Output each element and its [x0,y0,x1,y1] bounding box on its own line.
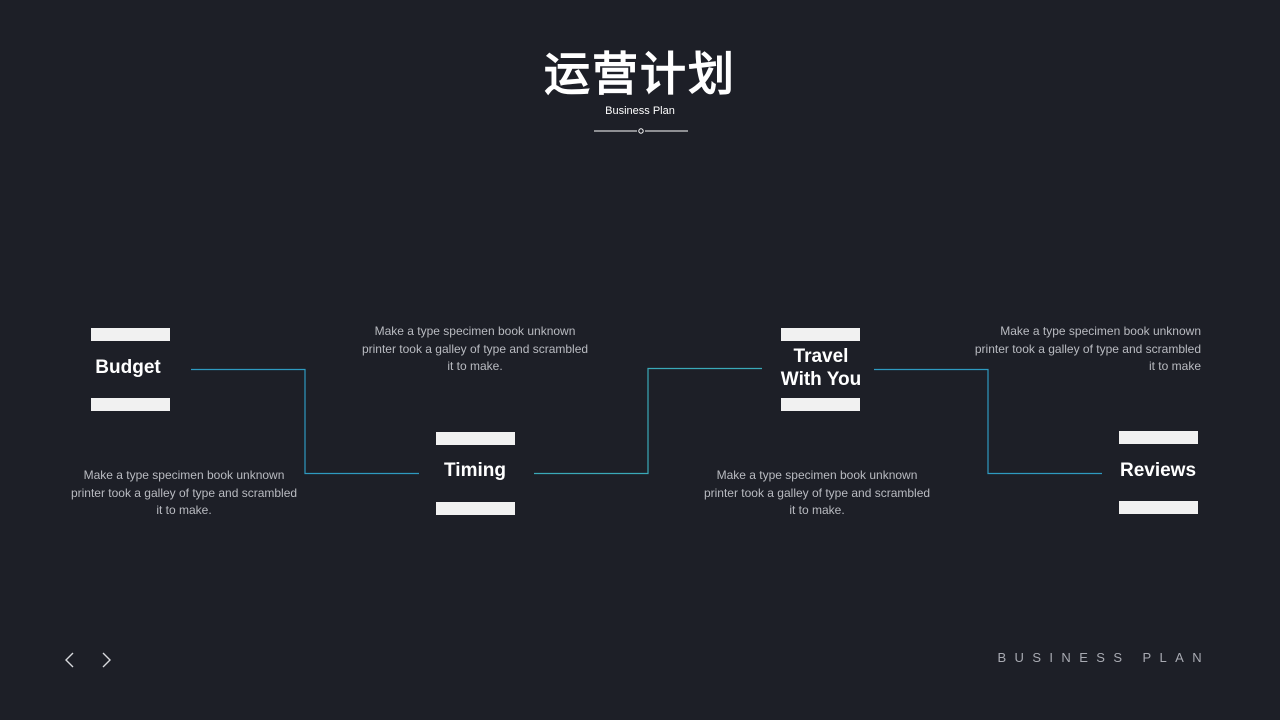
node-bar-bottom [781,398,860,411]
node-description-reviews: Make a type specimen book unknown printe… [974,324,1201,373]
node-bar-top [91,328,170,341]
connector-travel-reviews [874,368,1102,475]
connector-budget-timing [191,368,419,475]
title-divider [594,128,688,134]
node-bar-bottom [91,398,170,411]
footer-brand: BUSINESS PLAN [997,650,1210,665]
node-label-line: Travel [793,346,849,367]
page-subtitle: Business Plan [605,105,675,117]
page-title: 运营计划 [544,47,736,101]
node-bar-top [781,328,860,341]
node-label: Travel With You [741,345,901,391]
node-label-line: With You [780,369,862,390]
node-label-line: Timing [444,460,506,481]
node-label-line: Reviews [1119,460,1197,481]
chevron-left-icon [65,652,74,668]
next-slide-button[interactable] [96,650,116,670]
connector-timing-travel [534,367,762,475]
node-label: Budget [48,356,208,379]
node-bar-bottom [1119,501,1198,514]
node-label-line: Budget [95,357,161,378]
prev-slide-button[interactable] [60,650,80,670]
node-label: Reviews [1078,459,1238,482]
node-description-travel: Make a type specimen book unknown printe… [703,468,931,517]
node-bar-bottom [436,502,515,515]
node-label: Timing [395,459,555,482]
chevron-right-icon [102,652,111,668]
node-description-budget: Make a type specimen book unknown printe… [70,468,298,517]
node-bar-top [1119,431,1198,444]
node-description-timing: Make a type specimen book unknown printe… [361,324,589,373]
node-bar-top [436,432,515,445]
